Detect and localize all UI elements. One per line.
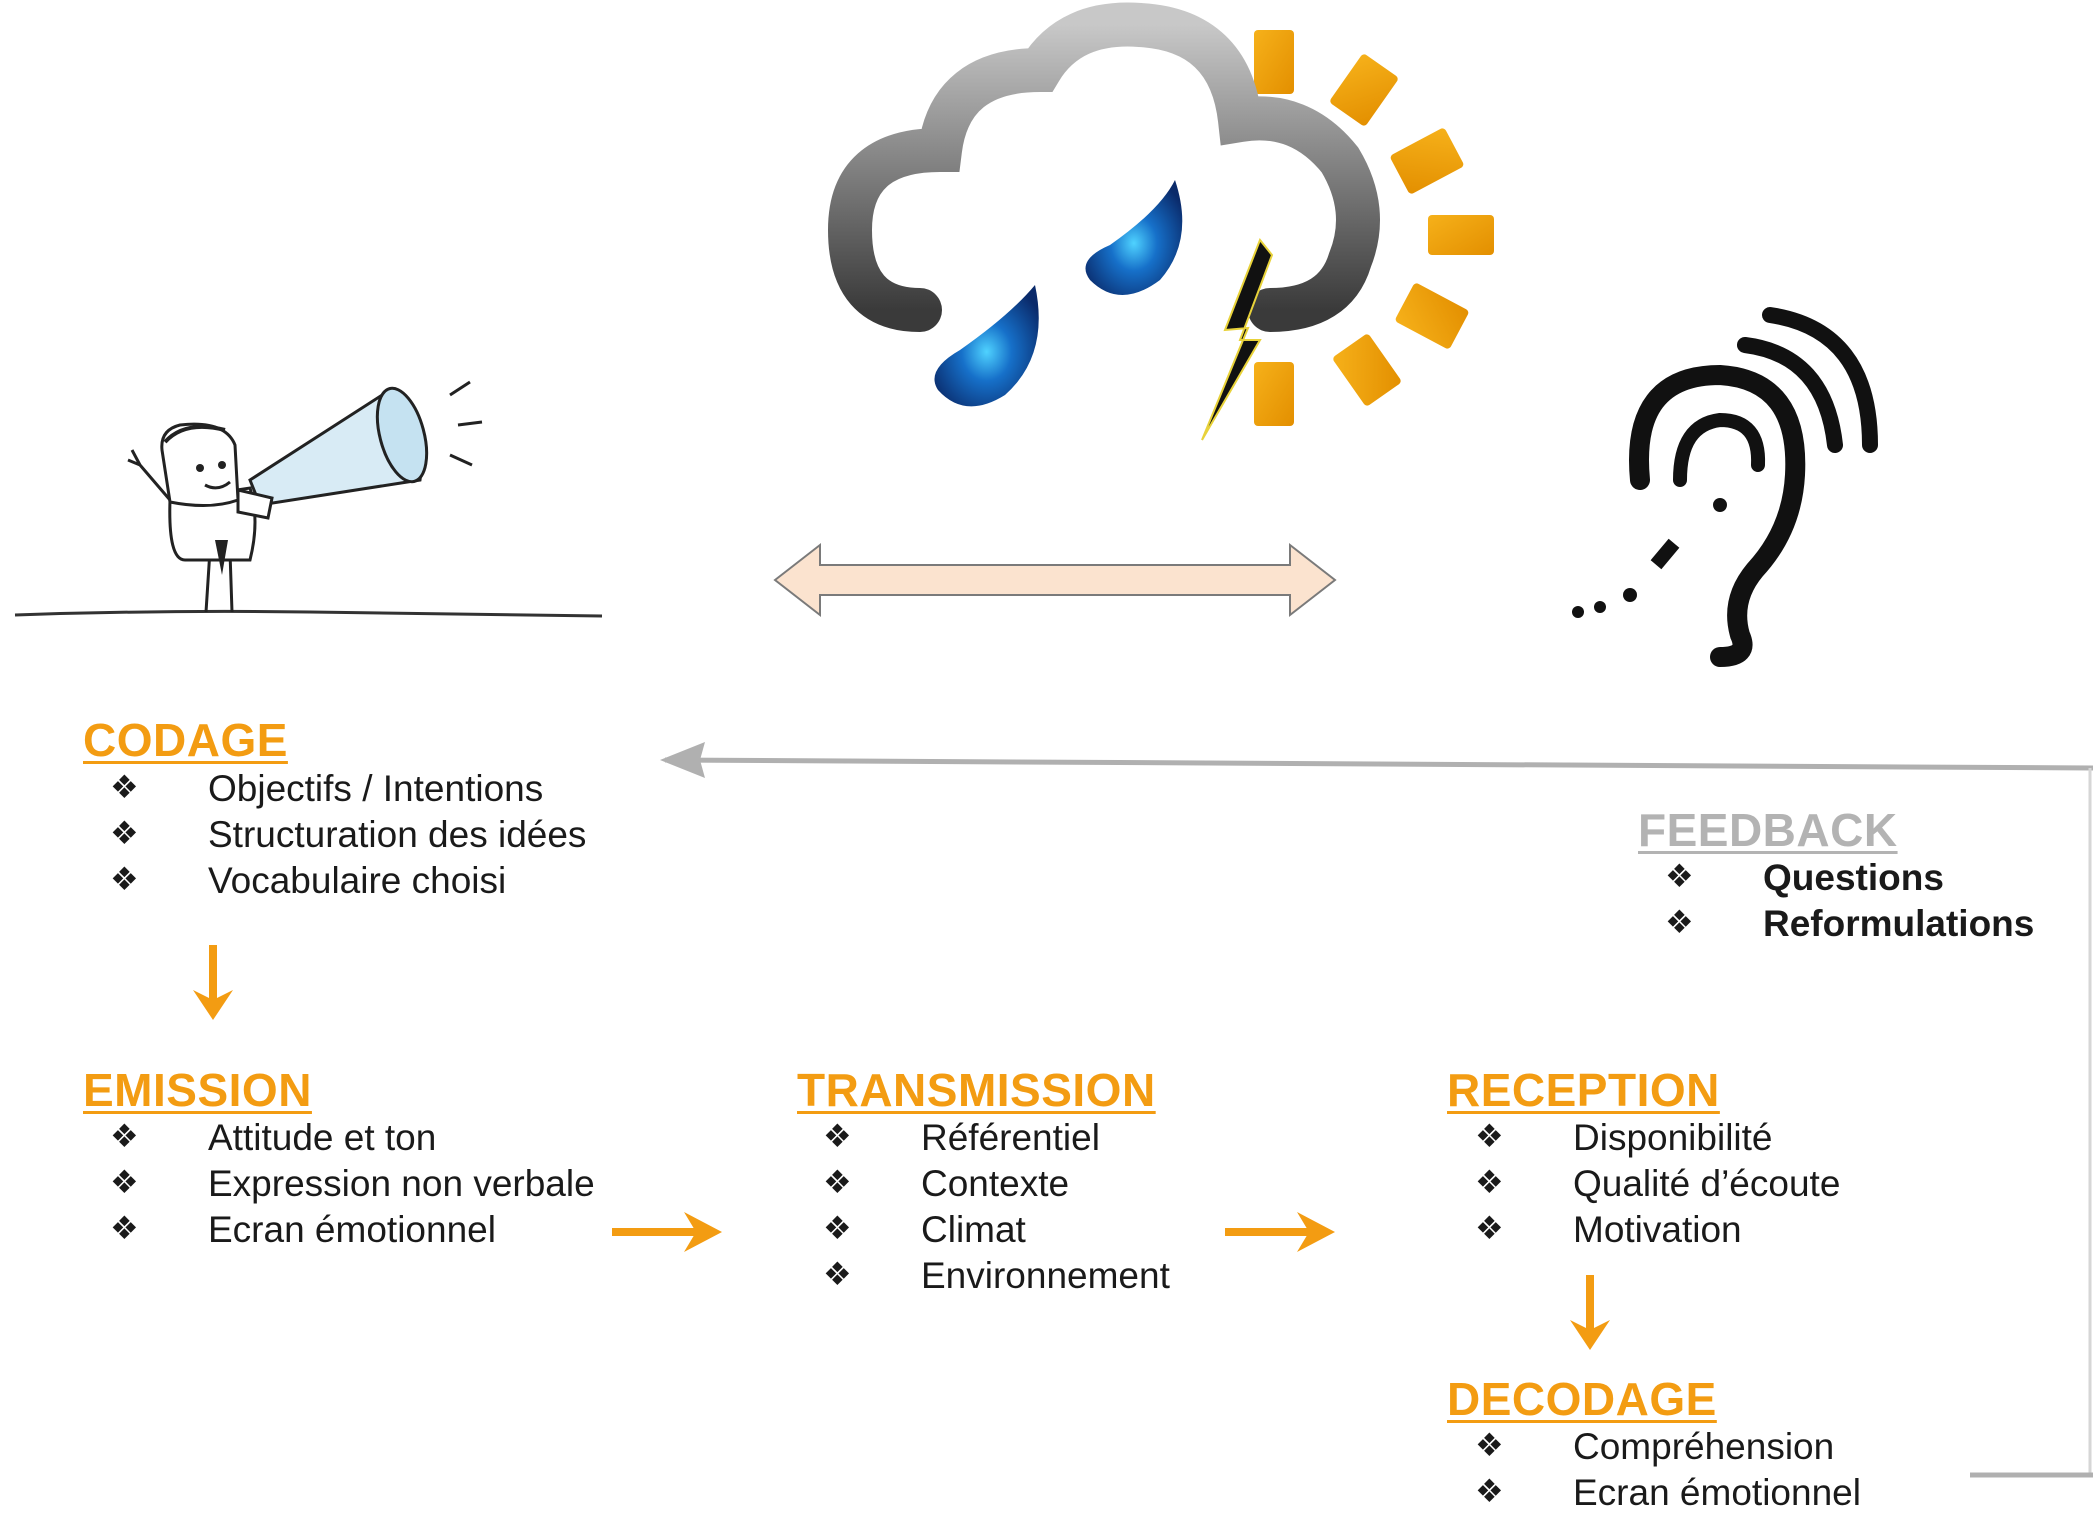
bullet-icon: ❖ (1475, 1118, 1504, 1154)
emission-title: EMISSION (83, 1064, 312, 1116)
bullet-icon: ❖ (1665, 858, 1694, 894)
bullet-icon: ❖ (110, 769, 139, 805)
storm-cloud-sun-icon (827, 2, 1494, 441)
feedback-title: FEEDBACK (1638, 804, 1898, 856)
arrow-codage-to-emission (193, 945, 233, 1020)
codage-title: CODAGE (83, 714, 288, 766)
arrow-reception-to-decodage (1570, 1275, 1610, 1350)
ear-listening-icon (1572, 307, 1878, 667)
bullet-icon: ❖ (823, 1256, 852, 1292)
bullet-icon: ❖ (1475, 1427, 1504, 1463)
bullet-icon: ❖ (110, 1164, 139, 1200)
bullet-icon: ❖ (1665, 904, 1694, 940)
bullet-icon: ❖ (823, 1164, 852, 1200)
bullet-icon: ❖ (110, 815, 139, 851)
bullet-icon: ❖ (1475, 1473, 1504, 1509)
bullet-icon: ❖ (1475, 1210, 1504, 1246)
bullet-icon: ❖ (110, 1210, 139, 1246)
transmission-title: TRANSMISSION (797, 1064, 1156, 1116)
arrow-transmission-to-reception (1225, 1212, 1335, 1252)
bullet-icon: ❖ (823, 1118, 852, 1154)
speaker-with-megaphone-icon (14, 380, 603, 618)
arrow-emission-to-transmission (612, 1212, 722, 1252)
bullet-icon: ❖ (110, 1118, 139, 1154)
bullet-icon: ❖ (1475, 1164, 1504, 1200)
reception-title: RECEPTION (1447, 1064, 1720, 1116)
bullet-icon: ❖ (110, 861, 139, 897)
bullet-icon: ❖ (823, 1210, 852, 1246)
double-headed-arrow (773, 542, 1337, 618)
decodage-title: DECODAGE (1447, 1373, 1717, 1425)
